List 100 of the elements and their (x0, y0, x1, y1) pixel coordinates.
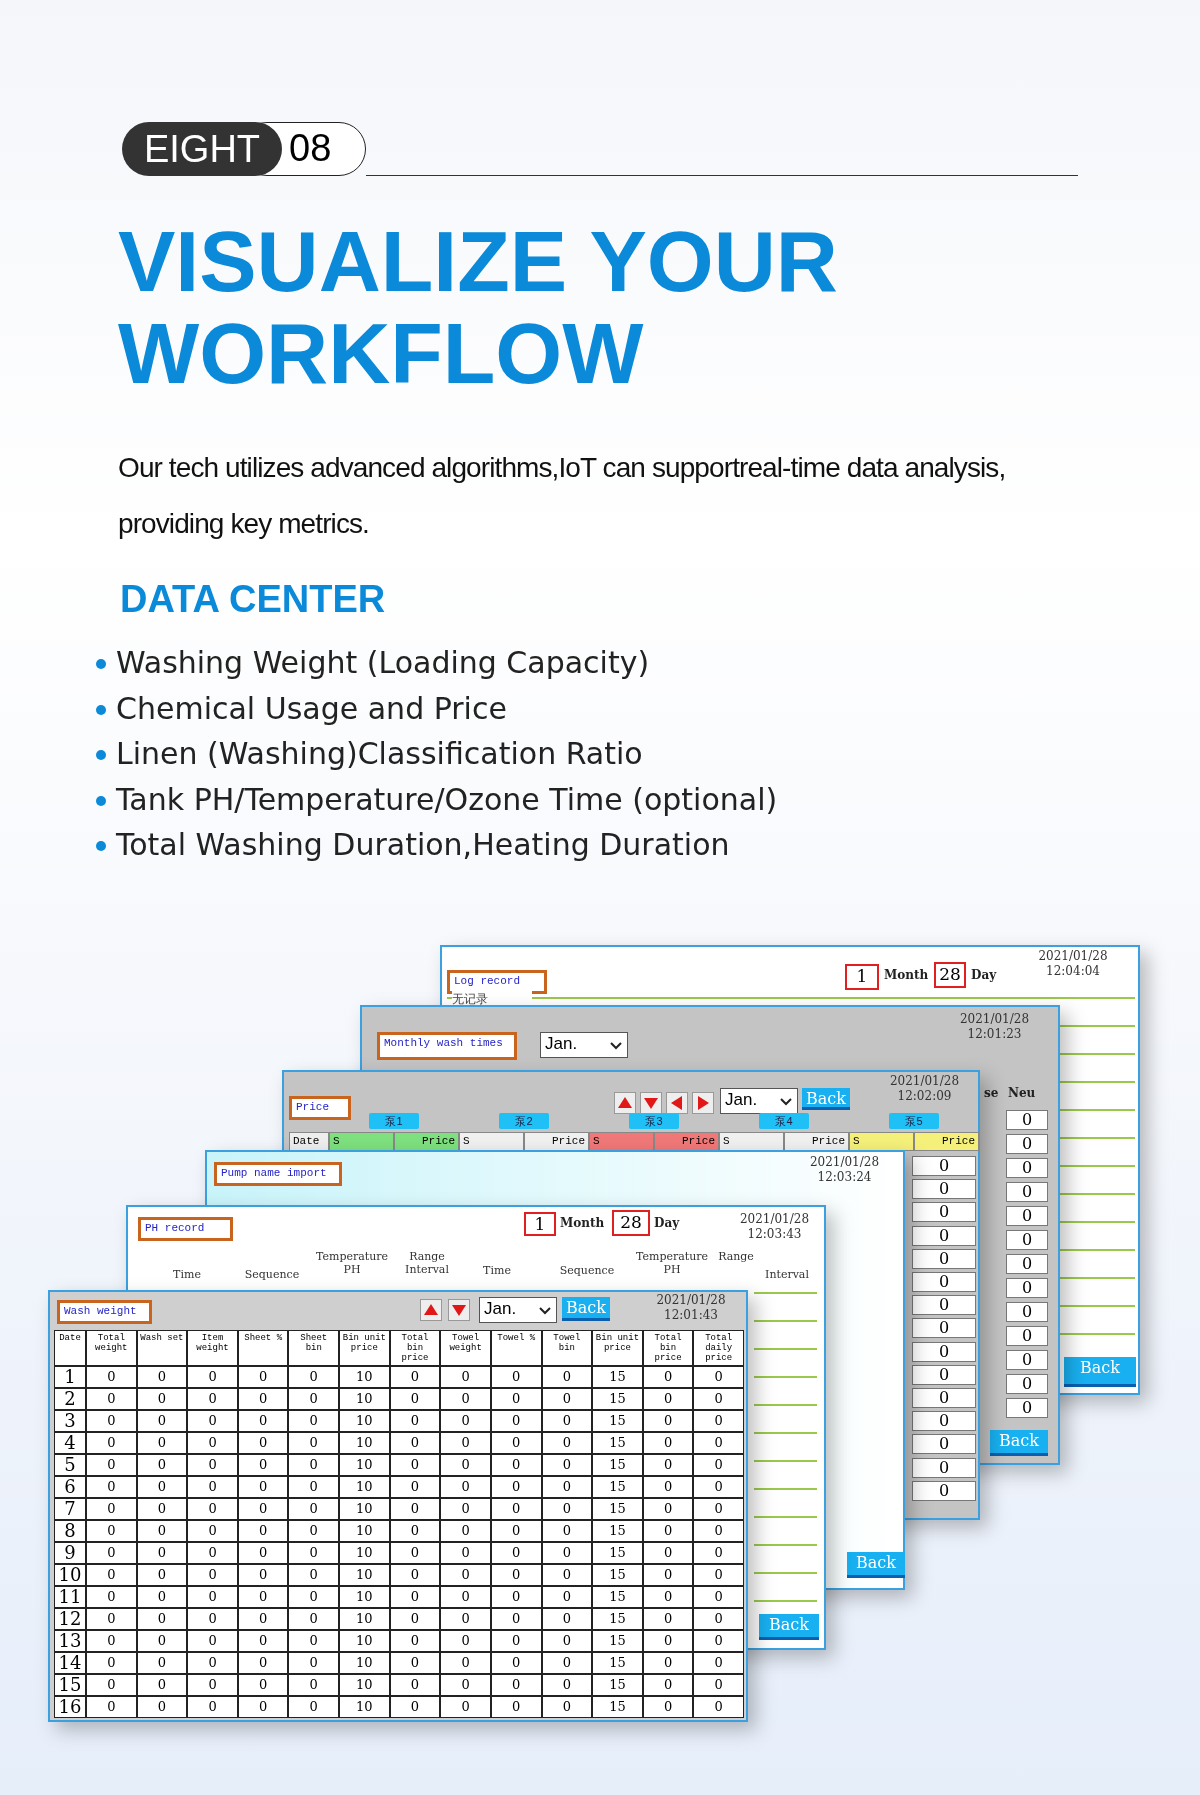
table-cell: 10 (339, 1674, 390, 1696)
table-cell: 0 (490, 1366, 542, 1388)
table-cell: 0 (136, 1388, 188, 1410)
table-cell: 0 (237, 1410, 289, 1432)
table-cell: 15 (592, 1410, 643, 1432)
table-cell: 0 (86, 1366, 137, 1388)
row-number: 13 (54, 1630, 86, 1652)
table-cell: 0 (642, 1476, 694, 1498)
value-cell: 0 (912, 1295, 976, 1316)
table-cell: 0 (490, 1630, 542, 1652)
table-cell: 0 (237, 1432, 289, 1454)
table-cell: 0 (541, 1652, 593, 1674)
column-header: Total weight (86, 1330, 137, 1366)
table-cell: 0 (642, 1608, 694, 1630)
table-cell: 0 (136, 1476, 188, 1498)
table-cell: 0 (693, 1520, 744, 1542)
bullet-item: Linen (Washing)Classification Ratio (92, 734, 892, 774)
column-header: Time (482, 1264, 512, 1279)
table-cell: 0 (490, 1410, 542, 1432)
intro-paragraph: Our tech utilizes advanced algorithms,IoT can supportreal-time data analysis, providing key metrics. (118, 451, 1007, 541)
table-cell: 0 (288, 1652, 340, 1674)
table-cell: 15 (592, 1366, 643, 1388)
table-cell: 15 (592, 1476, 643, 1498)
column-header: Towel % (490, 1330, 542, 1366)
table-cell: 0 (237, 1542, 289, 1564)
table-cell: 0 (389, 1476, 441, 1498)
column-header: Wash set (136, 1330, 188, 1366)
table-cell: 0 (86, 1542, 137, 1564)
table-cell: 0 (693, 1586, 744, 1608)
column-header: Item weight (187, 1330, 238, 1366)
value-cell: 0 (912, 1364, 976, 1385)
table-cell: 0 (693, 1366, 744, 1388)
table-cell: 0 (642, 1498, 694, 1520)
column-header: Temperature PH (314, 1250, 390, 1278)
table-cell: 0 (136, 1498, 188, 1520)
table-cell: 0 (86, 1454, 137, 1476)
table-cell: 0 (187, 1542, 238, 1564)
table-cell: 10 (339, 1454, 390, 1476)
table-cell: 10 (339, 1696, 390, 1718)
table-cell: 0 (187, 1432, 238, 1454)
table-cell: 0 (642, 1410, 694, 1432)
table-cell: 0 (237, 1652, 289, 1674)
table-cell: 0 (288, 1498, 340, 1520)
table-cell: 0 (237, 1454, 289, 1476)
table-cell: 0 (86, 1564, 137, 1586)
table-cell: 0 (642, 1696, 694, 1718)
table-cell: 0 (237, 1630, 289, 1652)
table-cell: 0 (136, 1608, 188, 1630)
table-cell: 0 (187, 1674, 238, 1696)
column-header: Range (717, 1250, 755, 1265)
table-cell: 10 (339, 1630, 390, 1652)
section-badge: EIGHT (122, 122, 282, 176)
table-cell: 0 (541, 1564, 593, 1586)
table-cell: 0 (440, 1696, 491, 1718)
field-label: Neu (1008, 1086, 1037, 1102)
table-cell: 15 (592, 1542, 643, 1564)
column-header: Bin unit price (592, 1330, 643, 1366)
table-cell: 0 (389, 1520, 441, 1542)
field-label: se (984, 1086, 1000, 1102)
table-cell: 0 (389, 1542, 441, 1564)
table-cell: 0 (389, 1630, 441, 1652)
number-field: 28 (934, 962, 966, 988)
table-cell: 10 (339, 1366, 390, 1388)
number-field: 1 (845, 964, 879, 990)
row-number: 6 (54, 1476, 86, 1498)
column-header: Sequence (243, 1268, 301, 1283)
column-header: Time (172, 1268, 202, 1283)
table-cell: 0 (389, 1410, 441, 1432)
row-number: 1 (54, 1366, 86, 1388)
table-cell: 0 (136, 1586, 188, 1608)
value-cell: 0 (912, 1318, 976, 1339)
table-cell: 0 (440, 1498, 491, 1520)
table-cell: 0 (490, 1564, 542, 1586)
table-cell: 0 (136, 1520, 188, 1542)
column-header: Range Interval (404, 1250, 450, 1278)
pump-tab: 泵3 (629, 1113, 679, 1129)
table-cell: 0 (642, 1366, 694, 1388)
pump-tab: 泵2 (499, 1113, 549, 1129)
table-cell: 0 (187, 1410, 238, 1432)
column-header: Total bin price (389, 1330, 441, 1366)
window-title: Wash weight (57, 1300, 152, 1324)
value-cell: 0 (1006, 1302, 1048, 1322)
row-number: 5 (54, 1454, 86, 1476)
table-cell: 0 (288, 1608, 340, 1630)
table-cell: 0 (389, 1696, 441, 1718)
column-header: Sequence (558, 1264, 616, 1279)
value-cell: 0 (912, 1388, 976, 1408)
table-cell: 0 (440, 1366, 491, 1388)
table-cell: 0 (389, 1366, 441, 1388)
table-cell: 10 (339, 1498, 390, 1520)
table-cell: 0 (440, 1410, 491, 1432)
table-cell: 0 (288, 1696, 340, 1718)
value-cell: 0 (912, 1411, 976, 1432)
table-cell: 0 (187, 1454, 238, 1476)
table-cell: 0 (440, 1388, 491, 1410)
table-cell: 0 (693, 1696, 744, 1718)
table-cell: 15 (592, 1564, 643, 1586)
month-dropdown: Jan. (479, 1297, 557, 1323)
timestamp: 2021/01/28 12:04:04 (1037, 949, 1109, 980)
table-cell: 0 (642, 1564, 694, 1586)
